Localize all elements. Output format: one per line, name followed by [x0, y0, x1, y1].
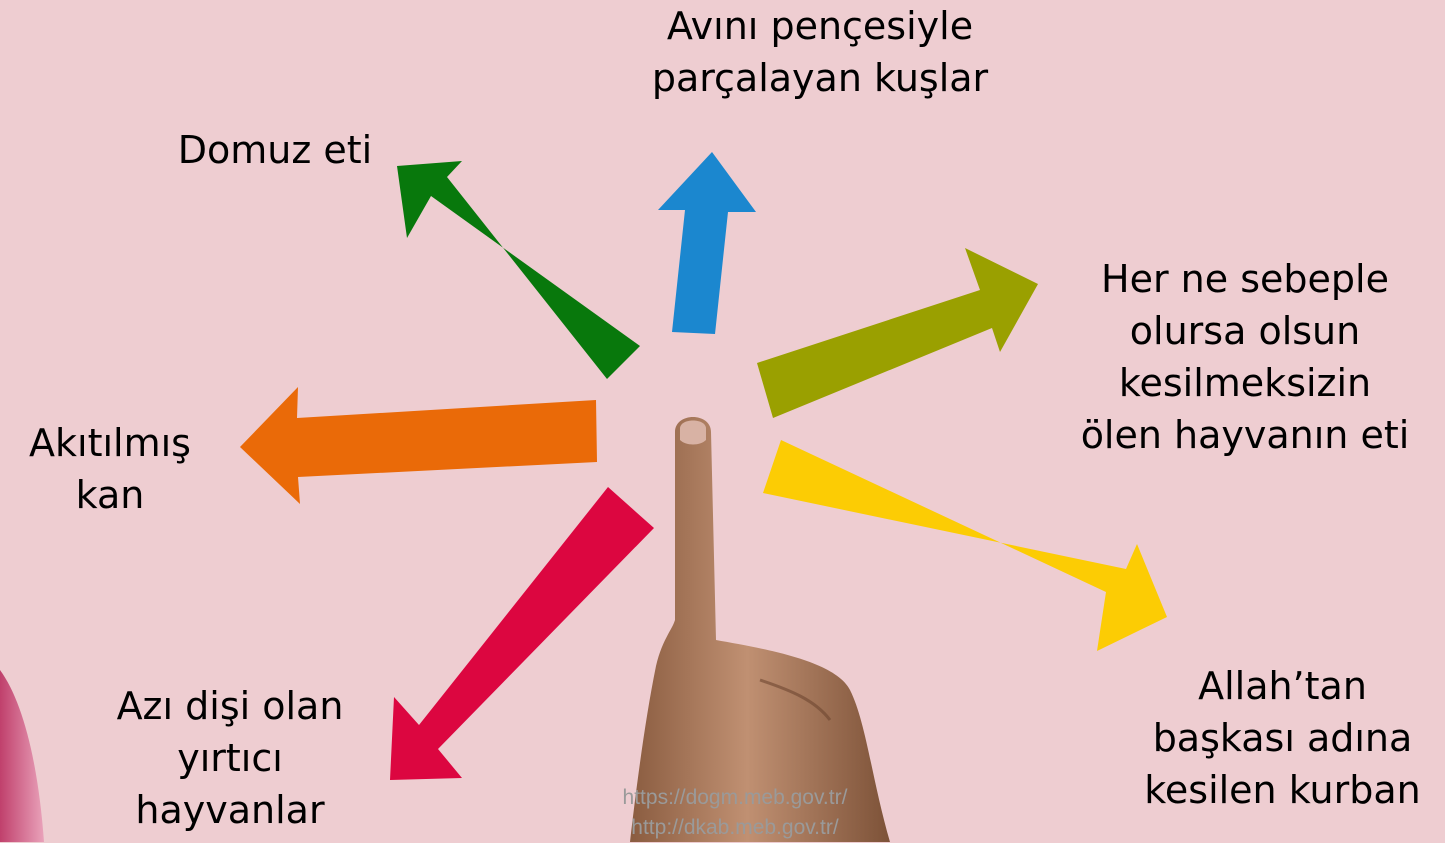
arrow-red-down-left [390, 487, 654, 780]
arrow-olive-right [757, 248, 1038, 418]
arrow-blue-up [658, 152, 756, 334]
arrow-orange-left [240, 387, 597, 504]
source-url: http://dkab.meb.gov.tr/ [631, 816, 839, 839]
label-line: Avını pençesiyle [666, 4, 974, 48]
label-line: Azı dişi olan [116, 684, 344, 728]
label-line: yırtıcı [177, 736, 283, 780]
source-url: https://dogm.meb.gov.tr/ [622, 786, 848, 809]
source-urls: https://dogm.meb.gov.tr/ http://dkab.meb… [540, 783, 930, 843]
label-line: Akıtılmış [29, 421, 191, 465]
label-line: başkası adına [1152, 716, 1413, 760]
label-line: Her ne sebeple [1101, 257, 1389, 301]
label-pork: Domuz eti [130, 124, 420, 176]
label-carrion: Her ne sebeple olursa olsun kesilmeksizi… [1045, 253, 1445, 461]
label-fanged-predators: Azı dişi olan yırtıcı hayvanlar [80, 680, 380, 836]
label-line: Domuz eti [177, 128, 373, 172]
label-sacrifice-other-than-allah: Allah’tan başkası adına kesilen kurban [1120, 660, 1445, 816]
label-line: olursa olsun [1129, 309, 1361, 353]
label-line: kesilen kurban [1144, 768, 1421, 812]
label-line: hayvanlar [135, 788, 325, 832]
label-birds-of-prey: Avını pençesiyle parçalayan kuşlar [600, 0, 1040, 104]
label-line: kan [75, 473, 145, 517]
decorative-edge-shape [0, 670, 44, 842]
arrow-yellow-down-right [763, 440, 1167, 651]
label-line: parçalayan kuşlar [651, 56, 989, 100]
label-shed-blood: Akıtılmış kan [0, 417, 220, 521]
label-line: ölen hayvanın eti [1080, 413, 1410, 457]
label-line: Allah’tan [1198, 664, 1367, 708]
pointing-finger-hand-icon [630, 417, 890, 842]
arrow-green-up-left [397, 161, 640, 379]
label-line: kesilmeksizin [1118, 361, 1372, 405]
